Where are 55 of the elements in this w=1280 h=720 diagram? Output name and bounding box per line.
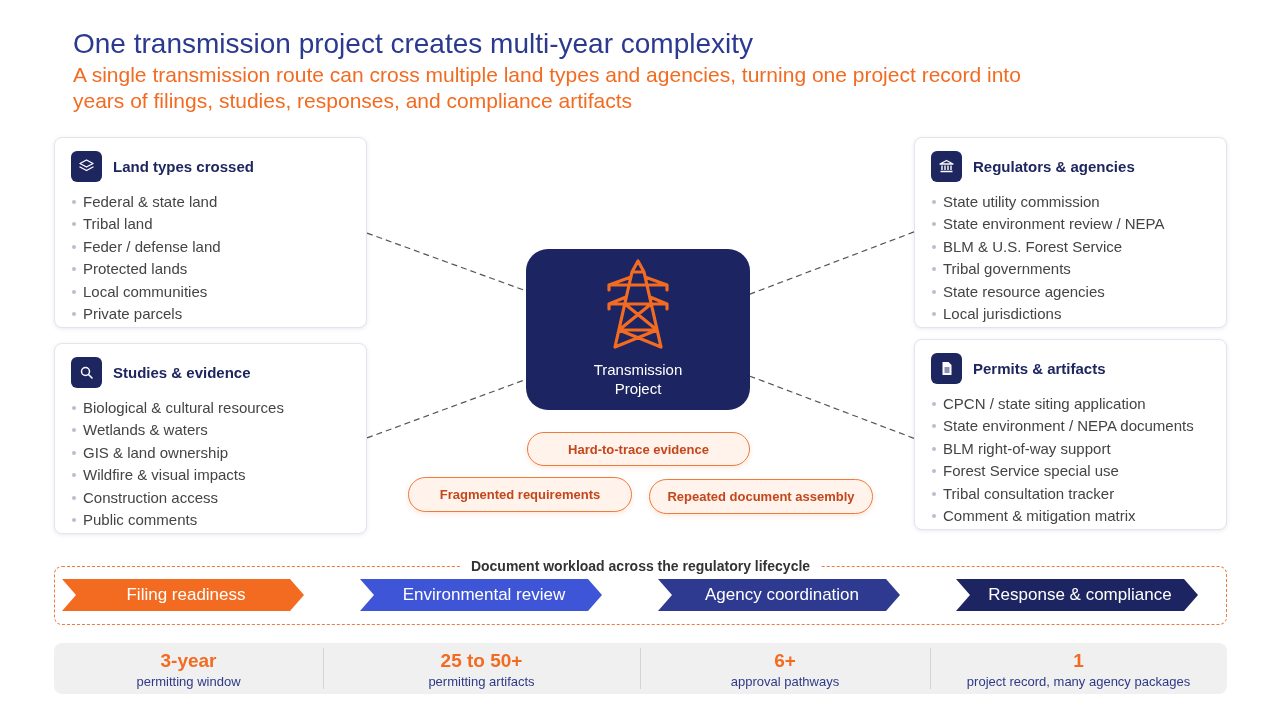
bullet-item: Feder / defense land <box>67 236 221 257</box>
bullet-item: Federal & state land <box>67 192 218 212</box>
stats-band <box>54 643 1227 694</box>
hub-label: Transmission Project <box>592 360 684 398</box>
card-panel <box>54 343 367 534</box>
connector-line <box>749 375 915 439</box>
stat-caption: permitting window <box>135 674 242 690</box>
stat-caption: project record, many agency packages <box>965 674 1192 690</box>
bullet-item: CPCN / state siting application <box>927 394 1146 414</box>
hub-box <box>526 249 750 410</box>
bullet-item: GIS & land ownership <box>67 442 229 463</box>
stage-step: Agency coordination <box>658 579 900 611</box>
card-heading: Permits & artifacts <box>973 359 1106 379</box>
card-panel <box>54 137 367 328</box>
issue-tag: Repeated document assembly <box>649 479 873 514</box>
bullet-item: State resource agencies <box>927 281 1105 302</box>
bullet-item: Biological & cultural resources <box>67 398 284 418</box>
card-heading: Land types crossed <box>113 157 254 177</box>
card-heading: Regulators & agencies <box>973 157 1135 177</box>
bullet-item: Protected lands <box>67 259 188 280</box>
card-panel <box>914 339 1227 530</box>
bullet-item: State environment / NEPA documents <box>927 416 1194 437</box>
bullet-item: Wildfire & visual impacts <box>67 465 246 486</box>
bullet-item: BLM right-of-way support <box>927 438 1111 459</box>
issue-tag: Hard-to-trace evidence <box>527 432 750 466</box>
card-heading: Studies & evidence <box>113 363 251 383</box>
stat-value: 6+ <box>773 649 797 672</box>
bullet-item: Tribal consultation tracker <box>927 483 1115 504</box>
stat-caption: permitting artifacts <box>427 674 536 690</box>
bullet-item: Local communities <box>67 281 208 302</box>
bullet-item: Comment & mitigation matrix <box>927 506 1136 526</box>
stage-step: Filing readiness <box>62 579 304 611</box>
connector-line <box>749 231 915 295</box>
bullet-item: Public comments <box>67 510 198 530</box>
stage-step: Environmental review <box>360 579 602 611</box>
bullet-item: Tribal governments <box>927 259 1071 280</box>
bullet-item: State environment review / NEPA <box>927 214 1165 235</box>
page-subtitle: A single transmission route can cross multiple land types and agencies, turning one project record into years of filings, studies, responses, and compliance artifacts <box>73 62 1022 114</box>
bullet-item: Local jurisdictions <box>927 304 1062 324</box>
bullet-item: Tribal land <box>67 214 153 235</box>
bullet-item: BLM & U.S. Forest Service <box>927 236 1123 257</box>
bullet-item: Forest Service special use <box>927 461 1119 482</box>
stat-caption: approval pathways <box>729 674 841 690</box>
card-panel <box>914 137 1227 328</box>
bullet-item: Construction access <box>67 487 219 508</box>
stat-value: 1 <box>1072 649 1085 672</box>
stage-step: Response & compliance <box>956 579 1198 611</box>
stat-value: 25 to 50+ <box>439 649 524 672</box>
bullet-item: State utility commission <box>927 192 1100 212</box>
stat-value: 3-year <box>159 649 218 672</box>
issue-tag: Fragmented requirements <box>408 477 632 512</box>
bullet-item: Wetlands & waters <box>67 420 208 441</box>
page-title: One transmission project creates multi-year complexity <box>73 27 753 61</box>
bullet-item: Private parcels <box>67 304 183 324</box>
frame-heading: Document workload across the regulatory lifecycle <box>460 558 821 574</box>
